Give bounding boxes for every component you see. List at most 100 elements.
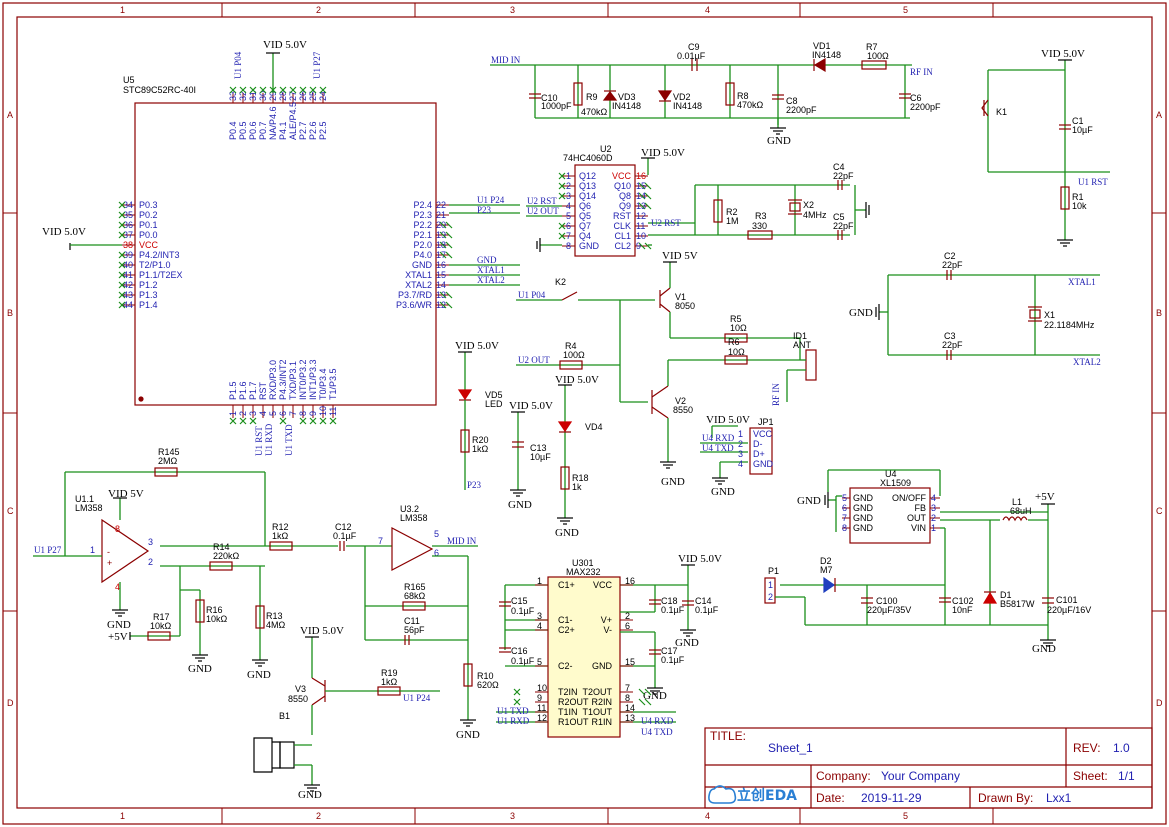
u2-right-pin-3: Q8 [619,191,631,201]
u301-max232[interactable]: U301 MAX232 C15 0.1µF C16 0.1µF VID 5.0V… [496,553,722,738]
u5-top-nc-mark [279,86,287,94]
u5-top-pin-1: P0.4 [228,121,238,140]
id1-ref: ID1 [793,331,807,341]
v3-ref: V3 [295,684,306,694]
vd4-vcc-label: VID 5.0V [555,374,599,386]
u5-left-pin-num-11: 44 [123,300,133,310]
net-u4-txd-max: U4 TXD [641,727,673,737]
u5-top-pin-num-10: 24 [318,91,328,101]
rev-label: REV: [1073,741,1101,755]
u5-left-pin-5: VCC [139,240,159,250]
l1-val: 68uH [1010,506,1032,516]
u2-left-pin-6: Q7 [579,221,591,231]
u301-left-pin-num-7: 11 [537,703,546,713]
u2-left-pin-8: GND [579,241,600,251]
u5-left-pin-4: P0.0 [139,230,158,240]
u5-bottom-nc-mark [299,417,307,425]
frame-col-5-bottom: 5 [903,811,908,821]
u2-counter[interactable]: U2 74HC4060D [563,144,636,257]
u5-mcu[interactable]: U5 STC89C52RC-40I [123,75,437,406]
frame-col-2: 2 [316,5,321,15]
c16-val: 0.1µF [511,656,535,666]
u2-right-nc-mark [638,182,652,190]
u5-right-pin-num-4: 19 [436,230,446,240]
oscillator-circuit[interactable]: R2 1M R3 330 X2 4MHz C4 22pF C5 22pF [648,162,870,246]
reset-circuit[interactable]: VID 5.0V K1 C1 10µF U1 RST R1 10k [981,48,1110,247]
u5-right-pin-10: P3.7/RD [398,290,433,300]
u301-right-pin-num-3: 6 [625,621,630,631]
u301-right-pin-1: VCC [593,580,613,590]
u2-right-pin-num-3: 14 [636,191,646,201]
u5-bottom-pin-6: P4.3/INT2 [278,359,288,400]
x2-ref: X2 [803,200,814,210]
jp1-connector[interactable]: JP1 VID 5.0V U4 RXD U4 TXD GND [700,414,774,498]
u301-left-pin-7: T1IN [558,707,578,717]
title-block: TITLE: Sheet_1 REV: 1.0 Company: Your Co… [704,727,1153,809]
net-u1-txd-bottom: U1 TXD [284,424,294,456]
u2-ref: U2 [600,144,612,154]
buzzer-circuit[interactable]: VID 5.0V R19 1kΩ U1 P24 V3 8550 B1 GND [253,625,440,801]
u5-right-nc-mark [439,301,453,309]
c15-val: 0.1µF [511,606,535,616]
vd5-vcc-label: VID 5.0V [455,340,499,352]
rf-detector-circuit[interactable]: MID IN RF IN C10 1000pF R9 470kΩ VD3 IN4… [490,41,941,147]
xtal-circuit[interactable]: GND C2 22pF C3 22pF X1 22.1184MHz XTAL1 … [849,251,1101,367]
u301-right-pin-2: V+ [601,615,612,625]
c3-ref: C3 [944,331,956,341]
vd2-val: IN4148 [673,101,702,111]
u2-left-nc-mark [558,172,566,180]
jp1-vcc-label: VID 5.0V [706,414,750,426]
sheet-label: Sheet: [1073,769,1108,783]
vd3-val: IN4148 [612,101,641,111]
jp1-pin-num-2: 2 [738,439,743,449]
u2-left-pin-5: Q5 [579,211,591,221]
r8-val: 470kΩ [737,100,764,110]
r7-val: 100Ω [867,51,889,61]
amplifier-circuit[interactable]: U1.1 LM358 - + 8 4 3 2 1 VID 5V GND U1 P… [33,447,499,741]
r18-val: 1k [572,482,582,492]
c16-ref: C16 [511,646,528,656]
c9-val: 0.01µF [677,51,706,61]
v1-vcc-label: VID 5V [662,250,698,262]
frame-col-3: 3 [510,5,515,15]
u11-pin4: 4 [115,582,120,592]
u301-right-nc-mark [638,688,652,696]
gnd-jp1: GND [711,486,735,498]
u301-left-pin-num-6: 9 [537,693,542,703]
u4-regulator[interactable]: U4 XL1509 GND L1 68uH +5V D1 B5817W C101… [764,469,1091,655]
u5-top-nc-mark [259,86,267,94]
u5-top-pin-10: P2.5 [318,121,328,140]
net-xtal1: XTAL1 [1068,277,1096,287]
u4-right-pin-3: OUT [907,513,927,523]
gnd-rf: GND [767,135,791,147]
u5-top-pin-num-3: 31 [248,91,258,101]
frame-row-a-right: A [1156,110,1162,120]
company-value: Your Company [881,769,960,783]
u5-left-nc-mark [118,221,126,229]
r18-ref: R18 [572,473,589,483]
u32-val: LM358 [400,513,428,523]
u4-left-pin-num-4: 8 [842,523,847,533]
c12-ref: C12 [335,522,352,532]
u5-right-nc-mark [439,221,453,229]
u5-top-nc-mark [309,86,317,94]
k2-ref: K2 [555,277,566,287]
u4-left-pin-4: GND [853,523,874,533]
transmitter-circuit[interactable]: K2 U1 P04 VID 5V V1 8050 R5 10Ω U2 OUT R… [516,250,817,488]
u5-bottom-pin-num-6: 6 [278,411,288,416]
p1-pin-1: 1 [768,580,773,590]
u301-left-pin-num-3: 4 [537,621,542,631]
r12-ref: R12 [272,522,289,532]
u5-top-nc-mark [319,86,327,94]
u5-top-pin-num-4: 30 [258,91,268,101]
u4-part: XL1509 [880,478,911,488]
u5-part: STC89C52RC-40I [123,85,196,95]
date-label: Date: [816,791,845,805]
u5-bottom-nc-mark [249,417,257,425]
r145-ref: R145 [158,447,180,457]
r3-val: 330 [752,221,767,231]
u2-vcc-label: VID 5.0V [641,147,685,159]
led-circuits[interactable]: VID 5.0V VD5 LED R20 1kΩ P23 VID 5.0V C1… [455,340,603,539]
u5-right-pin-num-1: 22 [436,200,446,210]
c10-ref: C10 [541,93,558,103]
